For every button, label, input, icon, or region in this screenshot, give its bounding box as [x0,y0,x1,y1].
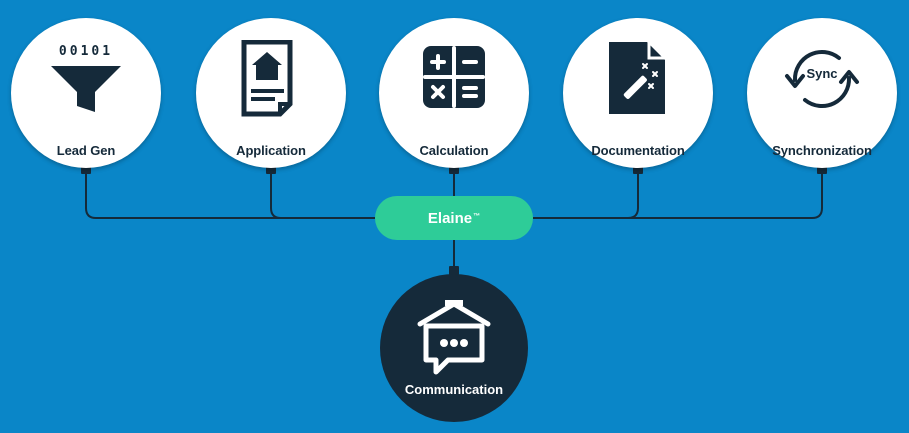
node-documentation[interactable]: Documentation [563,18,713,168]
node-label: Calculation [419,143,489,158]
node-label: Application [236,143,306,158]
node-communication[interactable]: Communication [380,274,528,422]
node-lead-gen[interactable]: 00101 Lead Gen [11,18,161,168]
funnel-icon [51,66,121,112]
hub-label: Elaine [427,209,473,227]
node-label: Documentation [591,143,685,158]
node-label: Lead Gen [56,143,116,158]
node-synchronization[interactable]: Sync Synchronization [747,18,897,168]
sync-icon-text: Sync [806,66,838,81]
binary-text: 00101 [58,44,114,59]
house-document-icon [241,40,293,117]
sync-cycle-icon [785,50,859,108]
house-chat-icon [417,300,491,375]
node-application[interactable]: Application [196,18,346,168]
trademark-mark: ™ [473,212,481,220]
magic-wand-document-icon [609,42,665,114]
node-label: Synchronization [772,143,872,158]
calculator-icon [423,46,485,108]
node-label: Communication [404,382,504,397]
node-calculation[interactable]: Calculation [379,18,529,168]
